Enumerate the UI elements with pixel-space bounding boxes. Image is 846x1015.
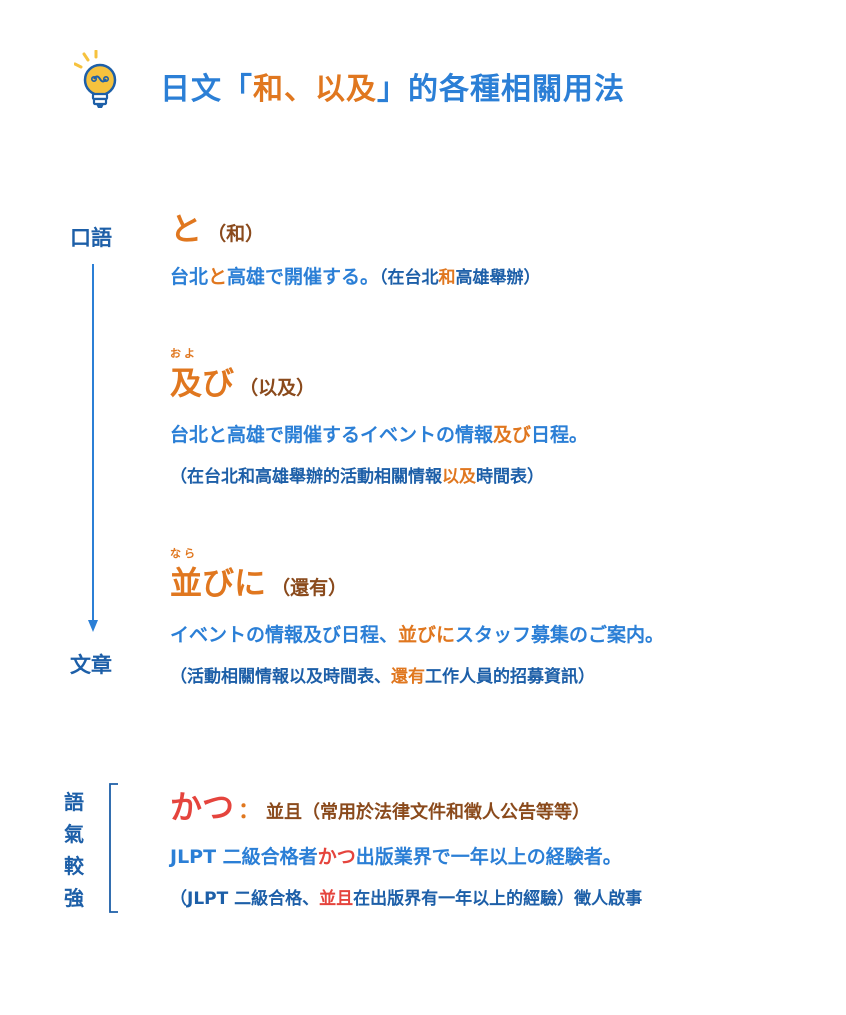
furigana-oyo: およ <box>170 347 198 360</box>
usage-heading-narabini: 並びに （還有） <box>170 564 348 602</box>
page-title: 日文「和、以及」的各種相關用法 <box>160 72 625 107</box>
usage-heading-to: と （和） <box>170 210 265 248</box>
example-zh-katsu: （JLPT 二級合格、並且在出版界有一年以上的經驗）徵人啟事 <box>170 889 643 909</box>
axis-label-spoken: 口語 <box>70 226 112 250</box>
example-jp-to: 台北と高雄で開催する。（在台北和高雄舉辦） <box>170 266 541 288</box>
example-jp-oyobi: 台北と高雄で開催するイベントの情報及び日程。 <box>170 424 589 446</box>
example-jp-narabini: イベントの情報及び日程、並びにスタッフ募集のご案内。 <box>170 624 665 646</box>
example-zh-to: （在台北和高雄舉辦） <box>379 268 541 288</box>
example-zh-oyobi: （在台北和高雄舉辦的活動相關情報以及時間表） <box>170 467 544 487</box>
axis-label-written: 文章 <box>70 653 112 677</box>
example-jp-katsu: JLPT 二級合格者かつ出版業界で一年以上の経験者。 <box>170 846 622 868</box>
bracket-icon <box>104 782 120 914</box>
usage-heading-oyobi: 及び （以及） <box>170 364 316 402</box>
usage-heading-katsu: かつ：並且（常用於法律文件和徵人公告等等） <box>170 788 591 826</box>
example-zh-narabini: （活動相關情報以及時間表、還有工作人員的招募資訊） <box>170 667 595 687</box>
stronger-tone-label: 語 氣 較 強 <box>64 790 84 910</box>
formality-arrow <box>76 264 110 636</box>
furigana-nara: なら <box>170 547 198 560</box>
lightbulb-icon <box>73 49 126 114</box>
